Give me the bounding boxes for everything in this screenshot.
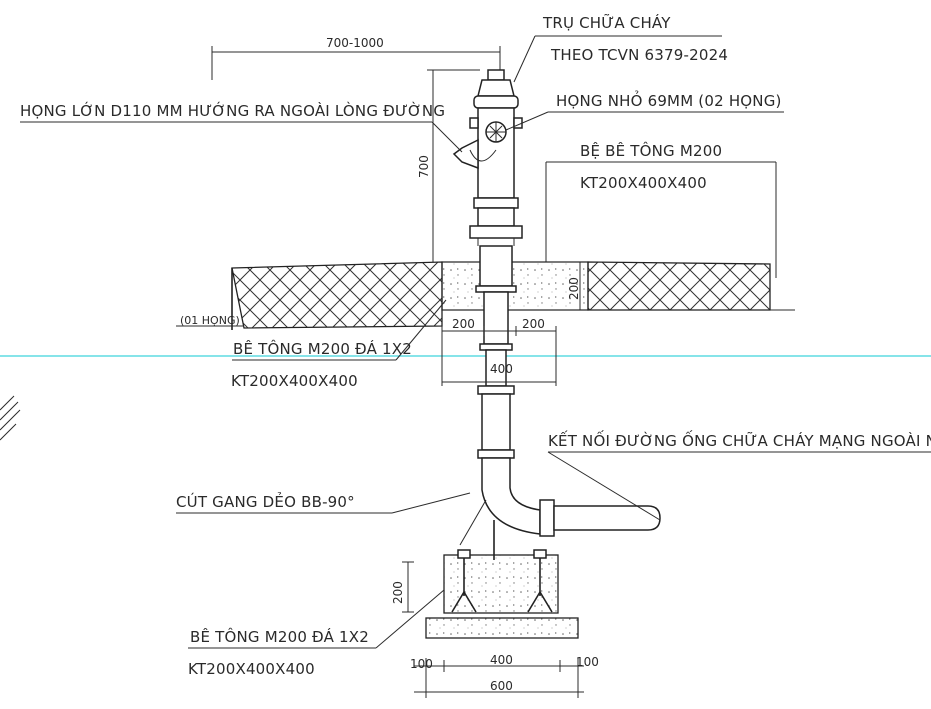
base-support [425, 499, 579, 639]
hydrant-body [452, 69, 523, 246]
base-label-line2: KT200X400X400 [188, 660, 315, 678]
pad-top-label-line1: BỆ BÊ TÔNG M200 [580, 141, 722, 160]
pad-top-label-line2: KT200X400X400 [580, 174, 707, 192]
dim-base-600-label: 600 [490, 679, 513, 693]
dim-height-700 [427, 69, 480, 262]
edge-hatch-marks [0, 395, 21, 441]
ground-paving [231, 261, 795, 330]
dim-right-200-label: 200 [522, 317, 545, 331]
hydrant-title-line1: TRỤ CHỮA CHÁY [542, 13, 671, 32]
one-outlet-label: (01 HỌNG) [180, 314, 240, 327]
dim-top-width [211, 46, 501, 80]
dim-base-height-200-label: 200 [391, 581, 405, 604]
base-label-line1: BÊ TÔNG M200 ĐÁ 1X2 [190, 627, 369, 646]
dim-height-700-label: 700 [417, 155, 431, 178]
hydrant-title-line2: THEO TCVN 6379-2024 [550, 46, 728, 64]
dim-top-width-label: 700-1000 [326, 36, 384, 50]
leader-lines [20, 35, 931, 649]
dim-encasement [441, 326, 557, 386]
small-outlet-label: HỌNG NHỎ 69MM (02 HỌNG) [556, 90, 782, 110]
encasement-label-line2: KT200X400X400 [231, 372, 358, 390]
connection-label: KẾT NỐI ĐƯỜNG ỐNG CHỮA CHÁY MẠNG NGOÀI N… [548, 429, 931, 450]
riser-pipe [475, 245, 661, 537]
dim-base-400-label: 400 [490, 653, 513, 667]
encasement-label-line1: BÊ TÔNG M200 ĐÁ 1X2 [233, 339, 412, 358]
dim-left-200-label: 200 [452, 317, 475, 331]
dim-base-left-100-label: 100 [410, 657, 433, 671]
dim-base-right-100-label: 100 [576, 655, 599, 669]
dim-depth-200-label: 200 [567, 277, 581, 300]
large-outlet-label: HỌNG LỚN D110 MM HƯỚNG RA NGOÀI LÒNG ĐƯỜ… [20, 101, 445, 120]
elbow-label: CÚT GANG DẺO BB-90° [176, 491, 355, 511]
dim-base [402, 561, 584, 698]
dim-width-400-label: 400 [490, 362, 513, 376]
